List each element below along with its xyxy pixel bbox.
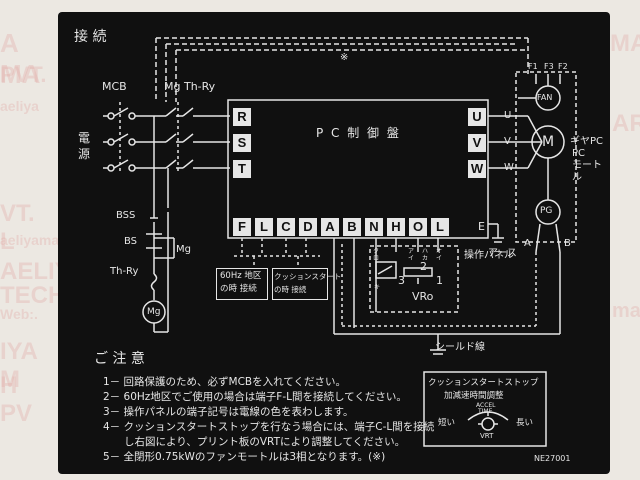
- vr-num-2: 2: [420, 260, 427, 273]
- shield-wire-label: シールド線: [435, 342, 485, 353]
- watermark-line: aeliyamar: [0, 232, 65, 248]
- note-item-5: 5－ 全閉形0.75kWのファンモートルは3相となります。(※): [103, 451, 386, 463]
- note-item-2: 2－ 60Hz地区でご使用の場合は端子F-L間を接続してください。: [103, 391, 407, 403]
- hz-connect-box: 60Hz 地区 の時 接続: [220, 271, 262, 294]
- mcb-label: MCB: [102, 80, 127, 93]
- watermark-line: ma: [612, 300, 640, 322]
- panel-wire-oi: オ イ: [436, 248, 443, 262]
- part-code: NE27001: [534, 454, 571, 463]
- vr-num-3: 3: [398, 274, 405, 287]
- fan-label: FAN: [537, 93, 553, 102]
- adjust-box-title: クッションスタートストップ: [428, 378, 539, 388]
- watermark-line: MAR: [610, 30, 640, 57]
- terminal-e: E: [478, 220, 485, 233]
- terminal-h: H: [387, 218, 405, 236]
- pg-b-label: B: [564, 238, 571, 249]
- motor-symbol: M: [542, 134, 555, 150]
- watermark-line: H PV: [0, 372, 33, 427]
- op-panel-label: 操作パネル: [464, 250, 514, 261]
- thry-label: Th-Ry: [110, 266, 139, 277]
- panel-wire-kuro: ク ロ: [373, 248, 380, 262]
- panel-wire-haka: ハ カ: [422, 248, 429, 262]
- controller-label: P C 制 御 盤: [316, 126, 401, 140]
- cushion-connect-box: クッションスタート の時 接続: [274, 272, 342, 294]
- accel-label: ACCEL: [476, 402, 496, 409]
- watermark-line: TECH: [0, 282, 66, 309]
- v-label: V: [504, 136, 511, 147]
- fan-terminal-f3: F3: [544, 62, 554, 71]
- terminal-v: V: [468, 134, 486, 152]
- watermark-line: aeliya: [0, 98, 39, 114]
- terminal-l2: L: [431, 218, 449, 236]
- diagram-title: 接 続: [74, 29, 107, 45]
- wiring-diagram-panel: 接 続 MCB Mg Th-Ry 電 源 R S T U V W P C 制 御…: [58, 12, 610, 474]
- terminal-t: T: [233, 160, 251, 178]
- mg-coil-label: Mg: [147, 307, 161, 317]
- pc-motor-label: PC モートル: [572, 148, 602, 183]
- terminal-w: W: [468, 160, 486, 178]
- u-label: U: [504, 110, 512, 121]
- pg-label: PG: [540, 206, 553, 216]
- fan-terminal-f2: F2: [558, 62, 568, 71]
- bs-label: BS: [124, 236, 138, 247]
- watermark-line: IYA M: [0, 338, 37, 393]
- w-label: W: [504, 162, 514, 173]
- terminal-a: A: [321, 218, 339, 236]
- mg-thry-label: Mg Th-Ry: [164, 80, 216, 93]
- note-item-4-cont: し右図により、プリント板のVRTにより調整してください。: [103, 436, 406, 448]
- watermark-line: VT. L: [0, 200, 35, 255]
- notes-title: ご 注 意: [94, 351, 145, 367]
- terminal-c: C: [277, 218, 295, 236]
- note-item-4: 4－ クッションスタートストップを行なう場合には、端子C-L間を接続: [103, 421, 435, 433]
- panel-wire-ai: ア イ: [408, 248, 415, 262]
- short-label: 短い: [438, 418, 456, 428]
- terminal-u: U: [468, 108, 486, 126]
- vrt-label: VRT: [480, 432, 494, 440]
- fan-terminal-f1: F1: [528, 62, 538, 71]
- terminal-d: D: [299, 218, 317, 236]
- terminal-l: L: [255, 218, 273, 236]
- terminal-n: N: [365, 218, 383, 236]
- watermark-line: Web:.: [0, 306, 38, 322]
- vr-num-1: 1: [436, 274, 443, 287]
- note-marker: ※: [340, 52, 349, 63]
- terminal-b: B: [343, 218, 361, 236]
- adjust-box-subtitle: 加減速時間調整: [444, 391, 504, 401]
- terminal-f: F: [233, 218, 251, 236]
- panel-wire-ki: キ: [374, 284, 381, 291]
- vr-label: VRo: [412, 290, 434, 303]
- terminal-s: S: [233, 134, 251, 152]
- long-label: 長い: [516, 418, 534, 428]
- watermark-line: A MA: [0, 28, 41, 89]
- mg-contact-label: Mg: [176, 244, 191, 255]
- bss-label: BSS: [116, 210, 136, 221]
- power-source-label: 電 源: [78, 131, 91, 161]
- time-label: TIME: [478, 408, 493, 415]
- terminal-o: O: [409, 218, 427, 236]
- terminal-r: R: [233, 108, 251, 126]
- note-item-3: 3－ 操作パネルの端子記号は電線の色を表わします。: [103, 406, 354, 418]
- gear-pc-label: ギヤPC: [570, 136, 604, 147]
- wiring-lines: [103, 37, 577, 447]
- earth-label: アース: [488, 248, 517, 259]
- watermark-line: AR: [612, 110, 640, 137]
- pg-a-label: A: [524, 238, 531, 249]
- note-item-1: 1－ 回路保護のため、必ずMCBを入れてください。: [103, 376, 346, 388]
- watermark-line: PVT.: [0, 62, 47, 87]
